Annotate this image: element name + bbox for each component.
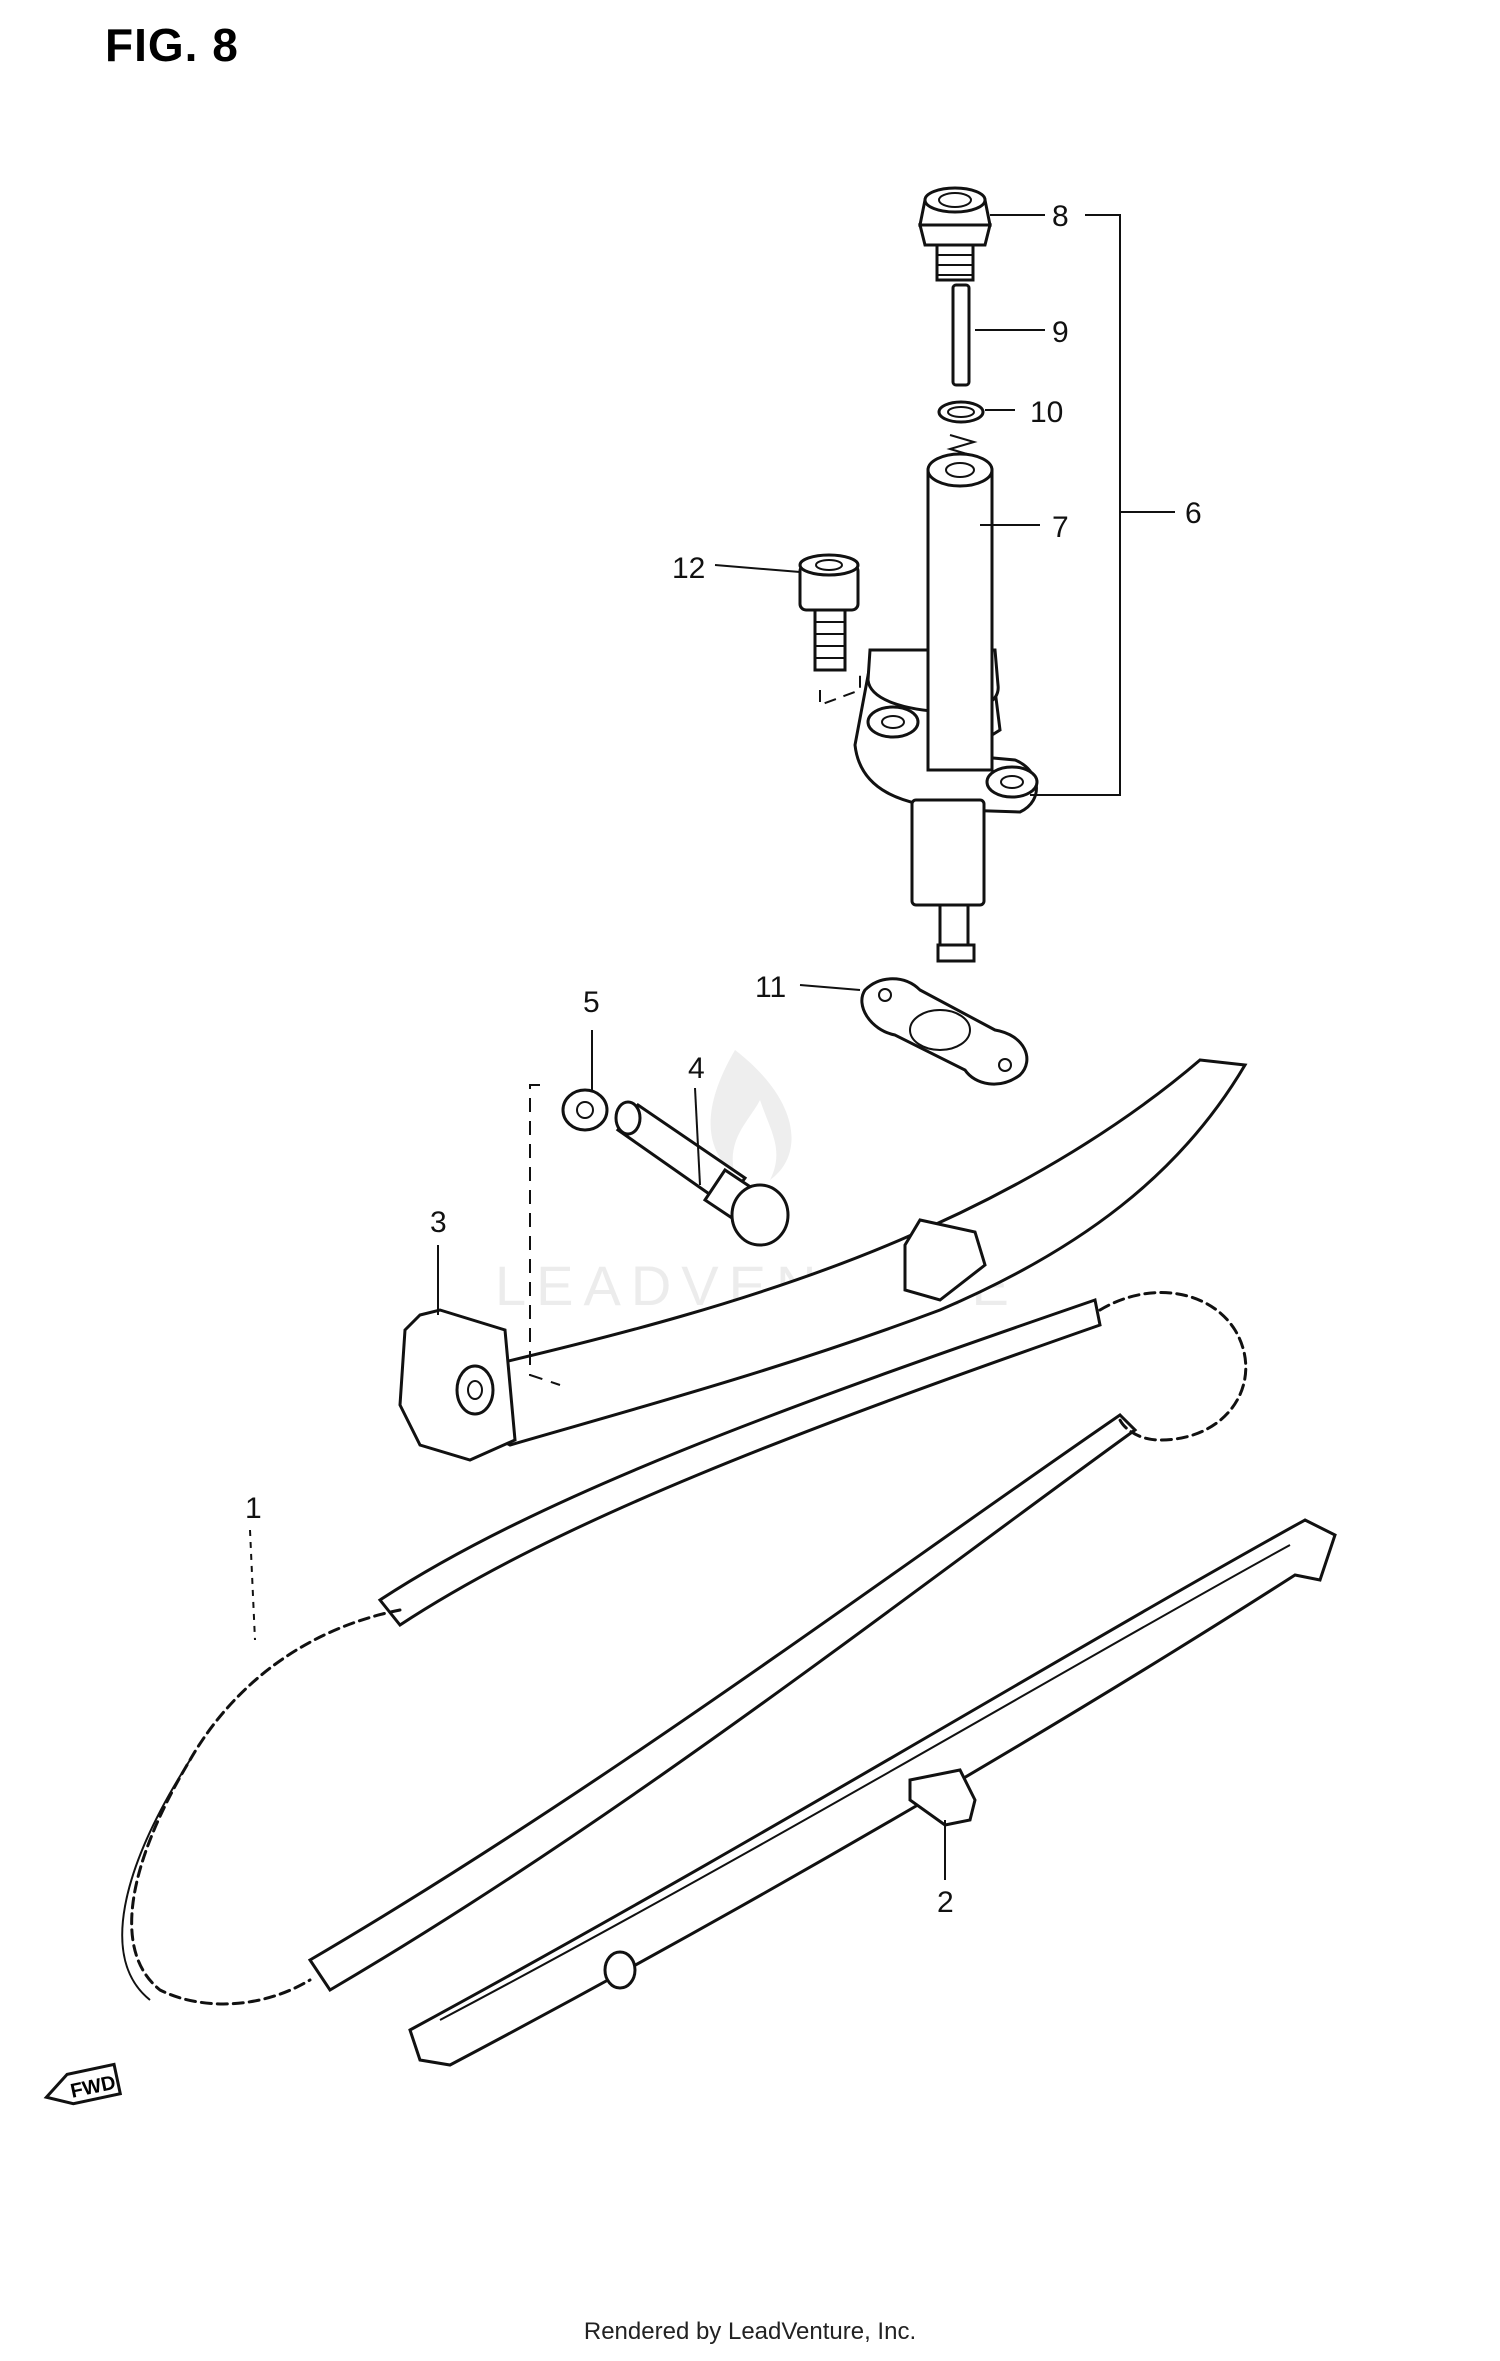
footer-credit: Rendered by LeadVenture, Inc. bbox=[583, 2318, 917, 2345]
callout-12: 12 bbox=[672, 552, 705, 585]
leader-lines bbox=[249, 214, 1175, 1880]
callout-labels: 8 9 10 7 6 12 11 5 4 3 1 2 bbox=[245, 200, 1202, 1919]
callout-6: 6 bbox=[1185, 497, 1202, 530]
callout-5: 5 bbox=[583, 986, 600, 1019]
part-3-tensioner-arm bbox=[398, 1058, 1248, 1462]
part-2-chain-guide bbox=[408, 1518, 1337, 2067]
fwd-arrow-icon: FWD bbox=[43, 2062, 123, 2106]
part-11-gasket bbox=[860, 977, 1029, 1086]
part-4-pivot-bolt bbox=[614, 1100, 790, 1247]
callout-2: 2 bbox=[937, 1886, 954, 1919]
callout-3: 3 bbox=[430, 1206, 447, 1239]
part-6-tensioner-body bbox=[853, 452, 1039, 963]
callout-11: 11 bbox=[755, 971, 786, 1004]
part-9-pushrod bbox=[951, 283, 971, 387]
part-1-cam-chain bbox=[121, 1291, 1248, 2006]
part-8-cap-bolt bbox=[918, 186, 992, 282]
callout-8: 8 bbox=[1052, 200, 1069, 233]
callout-7: 7 bbox=[1052, 511, 1069, 544]
part-5-washer bbox=[561, 1088, 609, 1132]
callout-1: 1 bbox=[245, 1492, 262, 1525]
callout-10: 10 bbox=[1030, 396, 1063, 429]
figure-title: FIG. 8 bbox=[105, 19, 239, 71]
part-10-o-ring bbox=[937, 400, 985, 424]
callout-4: 4 bbox=[688, 1052, 705, 1085]
callout-9: 9 bbox=[1052, 316, 1069, 349]
part-12-bolt bbox=[798, 553, 860, 672]
